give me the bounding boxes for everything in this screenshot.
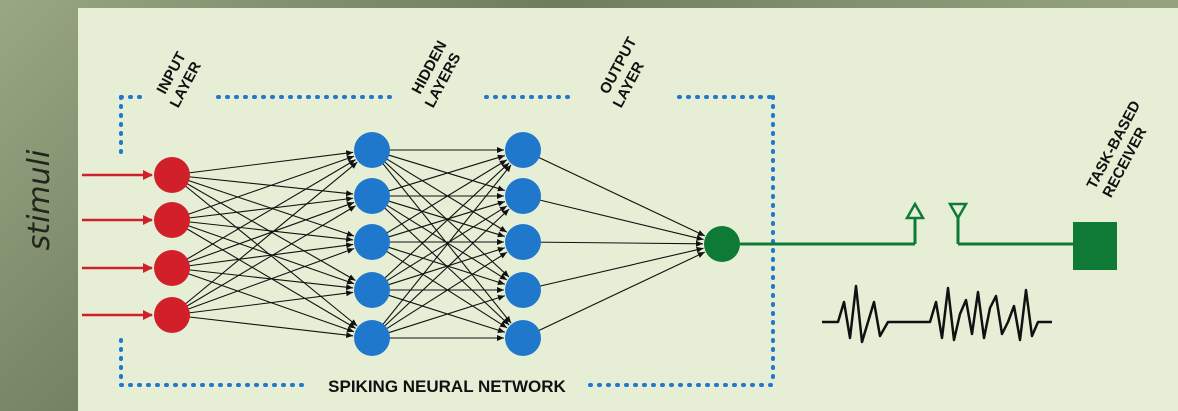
connection-line xyxy=(171,290,354,316)
connection-line xyxy=(371,159,508,243)
spike-train-icon xyxy=(822,284,1052,344)
hidden-neuron xyxy=(505,132,541,168)
connection-line xyxy=(171,314,354,339)
connection-line xyxy=(171,201,355,269)
stimulus-arrows xyxy=(82,170,153,320)
receiver-label: TASK-BASED RECEIVER xyxy=(1084,98,1151,200)
connection-line xyxy=(522,195,704,241)
hidden-neuron xyxy=(505,224,541,260)
connection-line xyxy=(371,251,508,339)
connection-line xyxy=(371,241,508,329)
hidden-neuron xyxy=(354,132,390,168)
input-neuron xyxy=(154,250,190,286)
connection-line xyxy=(171,159,356,269)
hidden-neuron xyxy=(354,320,390,356)
connection-line xyxy=(371,149,512,324)
connections xyxy=(171,147,706,341)
input-layer-label: INPUT LAYER xyxy=(154,49,205,110)
connection-line xyxy=(371,149,508,233)
hidden-neuron xyxy=(354,224,390,260)
connection-line xyxy=(371,154,505,197)
connection-line xyxy=(371,195,505,238)
signal-path xyxy=(740,213,1075,246)
connection-line xyxy=(371,247,506,291)
connection-line xyxy=(171,150,354,176)
hidden-neuron xyxy=(354,178,390,214)
hidden-neuron xyxy=(354,272,390,308)
connection-line xyxy=(171,219,355,285)
connection-line xyxy=(371,208,510,339)
hidden-neuron xyxy=(505,320,541,356)
connection-line xyxy=(371,295,506,339)
connection-line xyxy=(522,246,704,291)
input-neuron xyxy=(154,202,190,238)
connection-line xyxy=(371,162,510,291)
connection-line xyxy=(171,219,356,329)
connection-line xyxy=(171,205,356,316)
output-neuron xyxy=(704,226,740,262)
output-layer-label: OUTPUT LAYER xyxy=(597,34,648,110)
hidden-neuron xyxy=(505,178,541,214)
connection-line xyxy=(171,174,356,282)
input-neuron xyxy=(154,297,190,333)
connection-line xyxy=(171,174,358,327)
neurons xyxy=(154,132,740,356)
connection-line xyxy=(171,161,358,316)
connection-line xyxy=(371,149,505,192)
connection-line xyxy=(171,155,355,221)
connection-line xyxy=(171,267,354,291)
connection-line xyxy=(171,247,355,316)
connection-line xyxy=(522,149,706,237)
connection-line xyxy=(171,174,355,237)
hidden-layers-label: HIDDEN LAYERS xyxy=(409,38,465,111)
hidden-neuron xyxy=(505,272,541,308)
receiver-box xyxy=(1073,222,1117,270)
connection-line xyxy=(371,289,506,333)
input-neuron xyxy=(154,157,190,193)
connection-line xyxy=(171,196,354,221)
network-caption: SPIKING NEURAL NETWORK xyxy=(328,377,566,396)
connection-line xyxy=(171,267,355,333)
connection-line xyxy=(522,251,706,339)
triangle-down-icon xyxy=(947,202,969,221)
connection-line xyxy=(522,240,704,247)
connection-line xyxy=(371,195,510,326)
connection-line xyxy=(371,205,508,291)
connection-line xyxy=(371,200,505,243)
triangle-up-icon xyxy=(904,201,926,220)
connection-line xyxy=(371,241,506,285)
connection-line xyxy=(371,149,510,278)
network-border xyxy=(119,95,775,387)
connection-line xyxy=(371,195,508,281)
connection-line xyxy=(171,242,354,269)
connection-line xyxy=(371,164,512,339)
connection-line xyxy=(171,219,354,243)
